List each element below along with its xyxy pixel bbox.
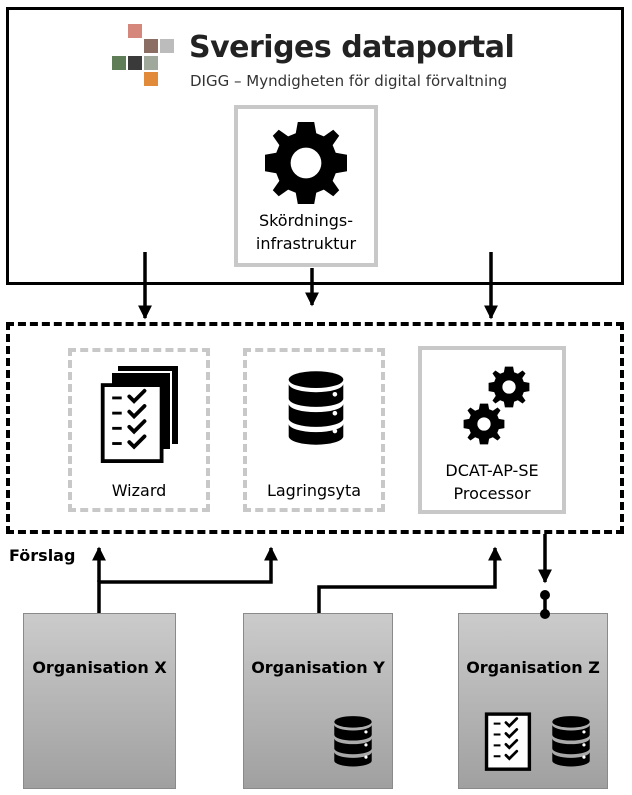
logo-title: Sveriges dataportal	[189, 30, 515, 65]
harvest-label: Skördnings- infrastruktur	[234, 209, 378, 255]
checklist-icon	[484, 712, 532, 771]
logo-tile	[144, 56, 158, 70]
proposal-box	[6, 322, 624, 534]
connector-dot	[540, 590, 550, 600]
gear-icon	[265, 122, 347, 204]
connector-org-x-to-storage	[97, 546, 278, 613]
logo-tile	[144, 72, 158, 86]
logo-tile	[160, 39, 174, 53]
storage-label: Lagringsyta	[266, 481, 362, 500]
processor-label-line1: DCAT-AP-SE	[445, 461, 539, 480]
harvest-label-line1: Skördnings-	[258, 211, 354, 230]
checklist-documents-icon	[100, 366, 178, 464]
logo-tile	[128, 24, 142, 38]
connector-org-y-to-processor	[317, 546, 502, 613]
logo-tile	[112, 56, 126, 70]
logo-subtitle: DIGG – Myndigheten för digital förvaltni…	[190, 72, 508, 90]
dataportal-box	[6, 7, 624, 285]
logo-tile	[144, 39, 158, 53]
database-icon	[288, 371, 344, 445]
wizard-label: Wizard	[111, 481, 167, 500]
harvest-label-line2: infrastruktur	[255, 234, 357, 253]
processor-label: DCAT-AP-SE Processor	[418, 459, 566, 505]
database-icon	[334, 716, 372, 767]
organisation-x-box	[23, 613, 176, 789]
proposal-label: Förslag	[9, 546, 76, 565]
organisation-z-label: Organisation Z	[466, 658, 600, 677]
logo-tile	[128, 56, 142, 70]
gears-icon	[463, 366, 530, 445]
organisation-y-label: Organisation Y	[251, 658, 385, 677]
processor-label-line2: Processor	[453, 484, 531, 503]
organisation-x-label: Organisation X	[32, 658, 167, 677]
connector-dot	[540, 609, 550, 619]
database-icon	[552, 716, 590, 767]
